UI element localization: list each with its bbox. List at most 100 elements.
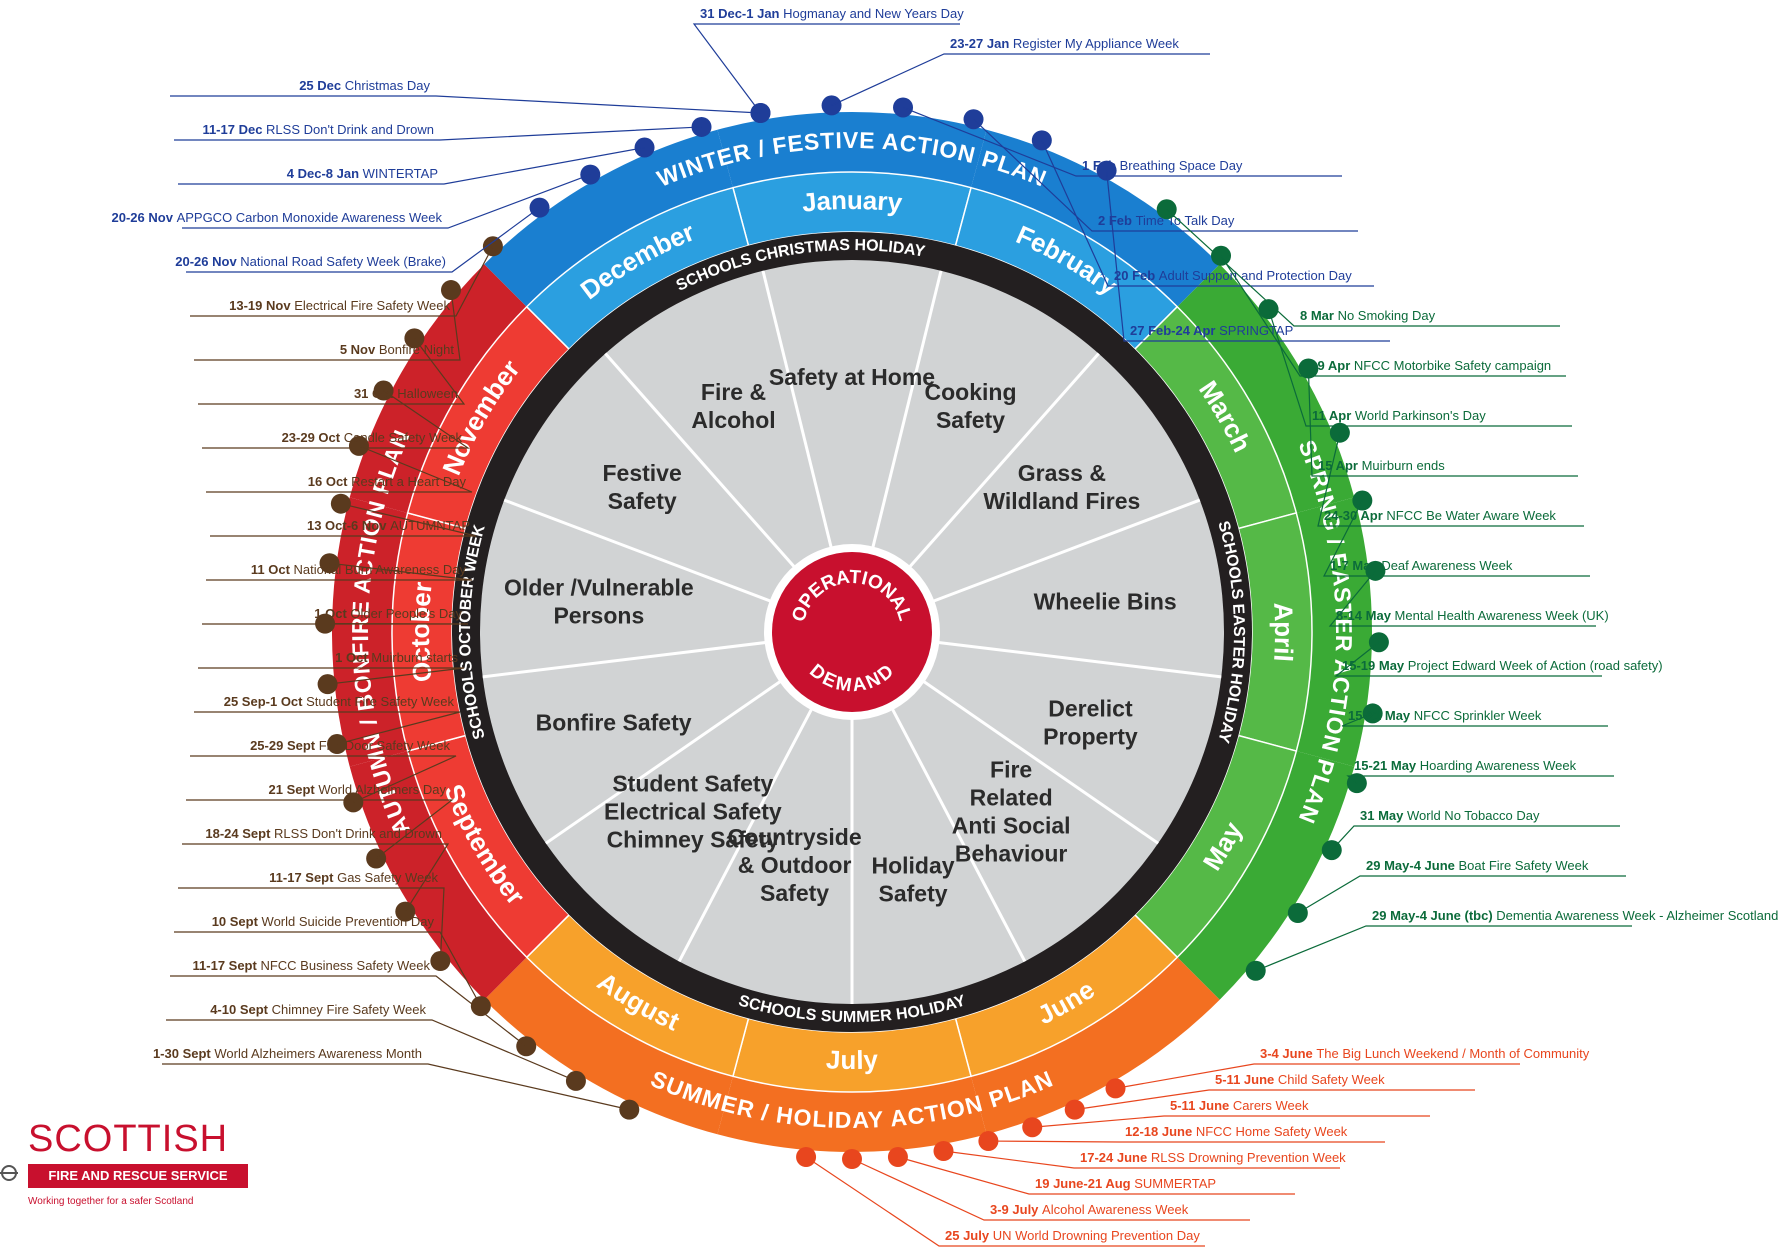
event-label-leader bbox=[1255, 925, 1632, 972]
plan-ring-segment bbox=[484, 957, 733, 1135]
topic-label: Wheelie Bins bbox=[1034, 588, 1177, 614]
event-label: 4 Dec-8 Jan WINTERTAP bbox=[287, 166, 438, 181]
sector-divider bbox=[907, 352, 1100, 570]
event-label: 24-30 Apr NFCC Be Water Aware Week bbox=[1324, 508, 1556, 523]
month-label-text: January bbox=[801, 185, 905, 218]
event-date: 23-29 Oct bbox=[282, 430, 344, 445]
event-date: 31 May bbox=[1360, 808, 1407, 823]
event-label: 31 May World No Tobacco Day bbox=[1360, 808, 1540, 823]
event-label: 3-4 June The Big Lunch Weekend / Month o… bbox=[1260, 1046, 1590, 1061]
plan-ring-segment bbox=[971, 129, 1220, 307]
event-label: 11-17 Sept NFCC Business Safety Week bbox=[193, 958, 431, 973]
topic-label: Grass &Wildland Fires bbox=[983, 460, 1140, 514]
event-name: Electrical Fire Safety Week bbox=[294, 298, 450, 313]
event-name: Register My Appliance Week bbox=[1013, 36, 1179, 51]
event-label: 11-17 Sept Gas Safety Week bbox=[269, 870, 438, 885]
event-date: 29 May-4 June bbox=[1366, 858, 1459, 873]
plan-ring-segment bbox=[717, 1076, 987, 1152]
event-label-leader bbox=[190, 246, 494, 317]
event-date: 3-9 July bbox=[990, 1202, 1042, 1217]
event-name: NFCC Home Safety Week bbox=[1196, 1124, 1348, 1139]
event-date: 1 Oct bbox=[314, 606, 350, 621]
event-date: 20-26 Nov bbox=[175, 254, 240, 269]
event-date: 20-26 Nov bbox=[112, 210, 177, 225]
event-label-leader bbox=[1166, 208, 1560, 327]
event-name: Muirburn ends bbox=[1362, 458, 1446, 473]
event-label-leader bbox=[1317, 432, 1584, 527]
event-date: 25 July bbox=[945, 1228, 993, 1243]
event-label-leader bbox=[897, 1156, 1295, 1195]
topic-line: Older /Vulnerable bbox=[504, 574, 694, 600]
event-name: SUMMERTAP bbox=[1134, 1176, 1216, 1191]
event-date: 15-21 May bbox=[1348, 708, 1414, 723]
event-label: 27 Feb-24 Apr SPRINGTAP bbox=[1130, 323, 1293, 338]
event-name: Chimney Fire Safety Week bbox=[272, 1002, 427, 1017]
event-label-leader bbox=[1074, 1089, 1475, 1111]
plan-ring-segment bbox=[1177, 751, 1355, 1000]
event-label-leader bbox=[1041, 140, 1374, 287]
event-name: Fire Door Safety Week bbox=[319, 738, 451, 753]
sector-divider bbox=[604, 352, 797, 570]
event-label: 25-29 Sept Fire Door Safety Week bbox=[250, 738, 450, 753]
event-label: 12-18 June NFCC Home Safety Week bbox=[1125, 1124, 1348, 1139]
event-date: 31 Oct bbox=[354, 386, 397, 401]
event-date: 11-17 Sept bbox=[193, 958, 261, 973]
sfrs-emblem-icon bbox=[0, 1165, 18, 1181]
event-label: 25 Sep-1 Oct Student Fire Safety Week bbox=[224, 694, 455, 709]
event-name: Dementia Awareness Week - Alzheimer Scot… bbox=[1496, 908, 1778, 923]
event-label: 15-21 May NFCC Sprinkler Week bbox=[1348, 708, 1542, 723]
event-name: RLSS Drowning Prevention Week bbox=[1151, 1150, 1346, 1165]
event-name: AUTUMNTAP bbox=[390, 518, 470, 533]
event-label-leader bbox=[943, 1150, 1340, 1169]
event-name: Mental Health Awareness Week (UK) bbox=[1395, 608, 1609, 623]
event-label-leader bbox=[1267, 308, 1572, 427]
event-label-leader bbox=[170, 95, 761, 114]
month-label-text: October bbox=[405, 580, 438, 683]
topic-line: Property bbox=[1043, 723, 1138, 749]
month-label: January bbox=[801, 185, 905, 218]
topic-line: Safety bbox=[936, 407, 1005, 433]
event-name: WINTERTAP bbox=[363, 166, 438, 181]
event-label-leader bbox=[202, 390, 470, 449]
event-date: 13 Oct-6 Nov bbox=[307, 518, 390, 533]
topic-label: Safety at Home bbox=[769, 364, 935, 390]
event-date: 12-18 June bbox=[1125, 1124, 1196, 1139]
sector-divider bbox=[482, 640, 768, 679]
event-label-leader bbox=[182, 843, 450, 912]
event-label: 10 Sept World Suicide Prevention Day bbox=[212, 914, 435, 929]
topic-line: Bonfire Safety bbox=[536, 709, 692, 735]
event-label: 16 Oct Restart a Heart Day bbox=[308, 474, 467, 489]
sector-divider bbox=[503, 498, 774, 604]
sector-divider bbox=[890, 706, 1027, 963]
event-date: 1-30 Sept bbox=[153, 1046, 214, 1061]
event-label: 1 Oct Muirburn starts bbox=[335, 650, 458, 665]
event-date: 13-19 Nov bbox=[229, 298, 294, 313]
event-date: 15 Apr bbox=[1318, 458, 1362, 473]
event-label-leader bbox=[194, 711, 461, 745]
event-label: 19 June-21 Aug SUMMERTAP bbox=[1035, 1176, 1216, 1191]
event-name: Christmas Day bbox=[345, 78, 431, 93]
event-date: 23-27 Jan bbox=[950, 36, 1013, 51]
event-label-leader bbox=[1346, 775, 1614, 784]
event-label-leader bbox=[186, 207, 540, 273]
topic-line: Behaviour bbox=[955, 841, 1068, 867]
event-name: World Parkinson's Day bbox=[1355, 408, 1486, 423]
event-label: 1 Oct Older People's Day bbox=[314, 606, 462, 621]
event-date: 15-21 May bbox=[1354, 758, 1420, 773]
logo-tagline: Working together for a safer Scotland bbox=[28, 1196, 194, 1207]
topic-line: Wildland Fires bbox=[983, 488, 1140, 514]
event-date: 11 Apr bbox=[1312, 408, 1355, 423]
plan-ring-segment bbox=[1177, 264, 1355, 513]
topic-line: Chimney Safety bbox=[607, 827, 780, 853]
event-label-leader bbox=[973, 118, 1358, 232]
month-label-text: April bbox=[1268, 602, 1299, 663]
event-date: 21 Sept bbox=[269, 782, 319, 797]
event-label: 29 May-4 June Boat Fire Safety Week bbox=[1366, 858, 1589, 873]
event-date: 5-11 June bbox=[1215, 1072, 1278, 1087]
topic-line: Fire & bbox=[701, 379, 766, 405]
event-date: 8-14 May bbox=[1336, 608, 1395, 623]
event-label-leader bbox=[170, 975, 527, 1047]
